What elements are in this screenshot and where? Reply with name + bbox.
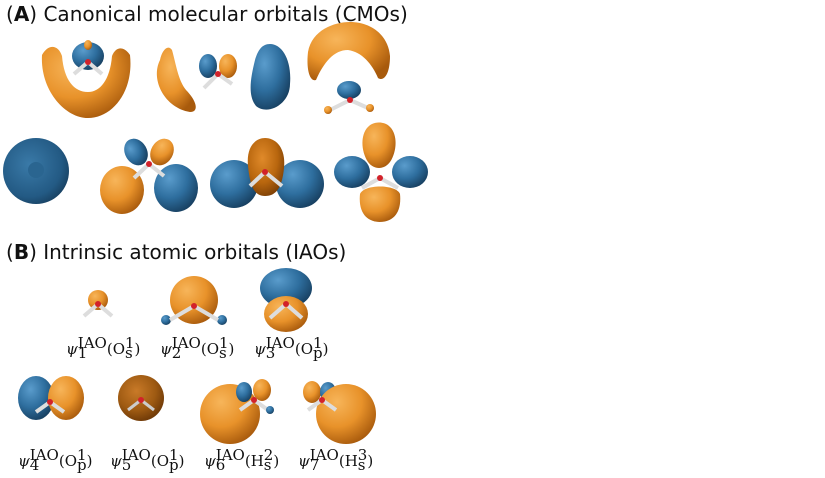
cmo-5 [100,138,198,214]
panel-a-letter: A [13,2,30,26]
panel-b-title: (B) Intrinsic atomic orbitals (IAOs) [6,240,347,264]
cmo-2 [156,44,291,112]
iao-5 [118,375,164,421]
panel-a-title: (A) Canonical molecular orbitals (CMOs) [6,2,408,26]
iao-3 [260,268,312,332]
panel-b-letter: B [13,240,30,264]
iao-1 [82,290,114,318]
iao-2 [161,276,227,325]
panel-a-title-text: Canonical molecular orbitals (CMOs) [43,2,408,26]
iao-6 [200,379,274,444]
panel-b-title-text: Intrinsic atomic orbitals (IAOs) [43,240,347,264]
cmo-4 [3,138,69,204]
cmo-6 [210,138,324,208]
cmo-1 [41,40,131,118]
iao-7 [303,381,376,444]
cmo-7 [334,122,428,222]
iao-4 [18,376,84,420]
cmo-3 [307,22,390,114]
